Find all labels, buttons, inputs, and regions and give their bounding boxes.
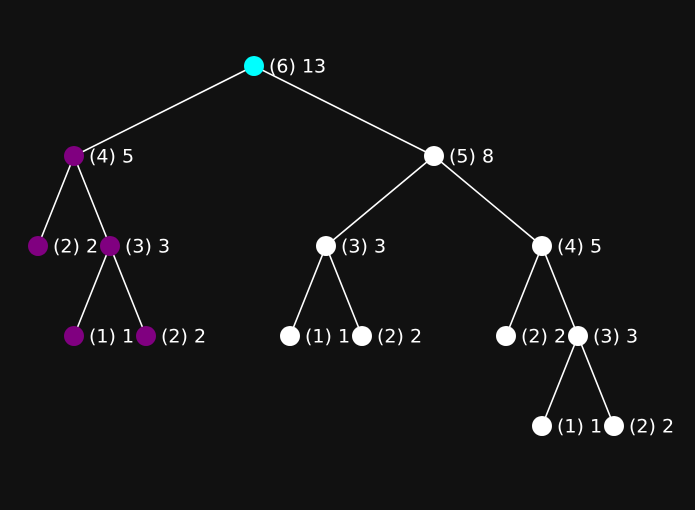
tree-node[interactable]: (1) 1	[532, 416, 602, 438]
node-circle[interactable]	[568, 326, 588, 346]
node-circle[interactable]	[424, 146, 444, 166]
node-label: (3) 3	[341, 236, 386, 258]
tree-edge	[325, 155, 435, 247]
tree-node[interactable]: (2) 2	[136, 326, 206, 348]
node-circle[interactable]	[316, 236, 336, 256]
tree-node[interactable]: (5) 8	[424, 146, 494, 168]
tree-node[interactable]: (2) 2	[496, 326, 566, 348]
tree-edge	[109, 245, 147, 337]
node-label: (6) 13	[269, 56, 326, 78]
edges-layer	[37, 65, 615, 427]
node-label: (4) 5	[89, 146, 134, 168]
tree-node[interactable]: (6) 13	[244, 56, 326, 78]
tree-node[interactable]: (1) 1	[64, 326, 134, 348]
tree-edge	[325, 245, 363, 337]
node-label: (1) 1	[89, 326, 134, 348]
tree-edge	[577, 335, 615, 427]
tree-node[interactable]: (4) 5	[64, 146, 134, 168]
tree-node[interactable]: (1) 1	[280, 326, 350, 348]
tree-edge	[541, 245, 579, 337]
node-circle[interactable]	[244, 56, 264, 76]
node-circle[interactable]	[532, 236, 552, 256]
node-circle[interactable]	[604, 416, 624, 436]
node-label: (3) 3	[593, 326, 638, 348]
node-label: (3) 3	[125, 236, 170, 258]
node-label: (2) 2	[377, 326, 422, 348]
tree-node[interactable]: (3) 3	[316, 236, 386, 258]
node-label: (2) 2	[53, 236, 98, 258]
tree-node[interactable]: (3) 3	[568, 326, 638, 348]
tree-edge	[73, 155, 111, 247]
node-label: (4) 5	[557, 236, 602, 258]
tree-edge	[505, 245, 543, 337]
node-label: (2) 2	[629, 416, 674, 438]
tree-node[interactable]: (2) 2	[604, 416, 674, 438]
tree-node[interactable]: (4) 5	[532, 236, 602, 258]
node-label: (5) 8	[449, 146, 494, 168]
node-circle[interactable]	[496, 326, 516, 346]
node-circle[interactable]	[352, 326, 372, 346]
tree-node[interactable]: (2) 2	[352, 326, 422, 348]
tree-edge	[73, 245, 111, 337]
tree-edge	[541, 335, 579, 427]
tree-edge	[37, 155, 75, 247]
node-circle[interactable]	[532, 416, 552, 436]
tree-node[interactable]: (2) 2	[28, 236, 98, 258]
node-circle[interactable]	[280, 326, 300, 346]
tree-edge	[253, 65, 435, 157]
tree-edge	[289, 245, 327, 337]
node-circle[interactable]	[64, 326, 84, 346]
node-circle[interactable]	[136, 326, 156, 346]
tree-edge	[433, 155, 543, 247]
nodes-layer: (6) 13 (4) 5 (5) 8 (2) 2 (3) 3 (3) 3 (4) 5 (1) …	[28, 56, 674, 438]
node-circle[interactable]	[28, 236, 48, 256]
node-label: (2) 2	[161, 326, 206, 348]
tree-node[interactable]: (3) 3	[100, 236, 170, 258]
tree-edge	[73, 65, 255, 157]
node-circle[interactable]	[64, 146, 84, 166]
node-label: (1) 1	[305, 326, 350, 348]
node-circle[interactable]	[100, 236, 120, 256]
node-label: (1) 1	[557, 416, 602, 438]
node-label: (2) 2	[521, 326, 566, 348]
